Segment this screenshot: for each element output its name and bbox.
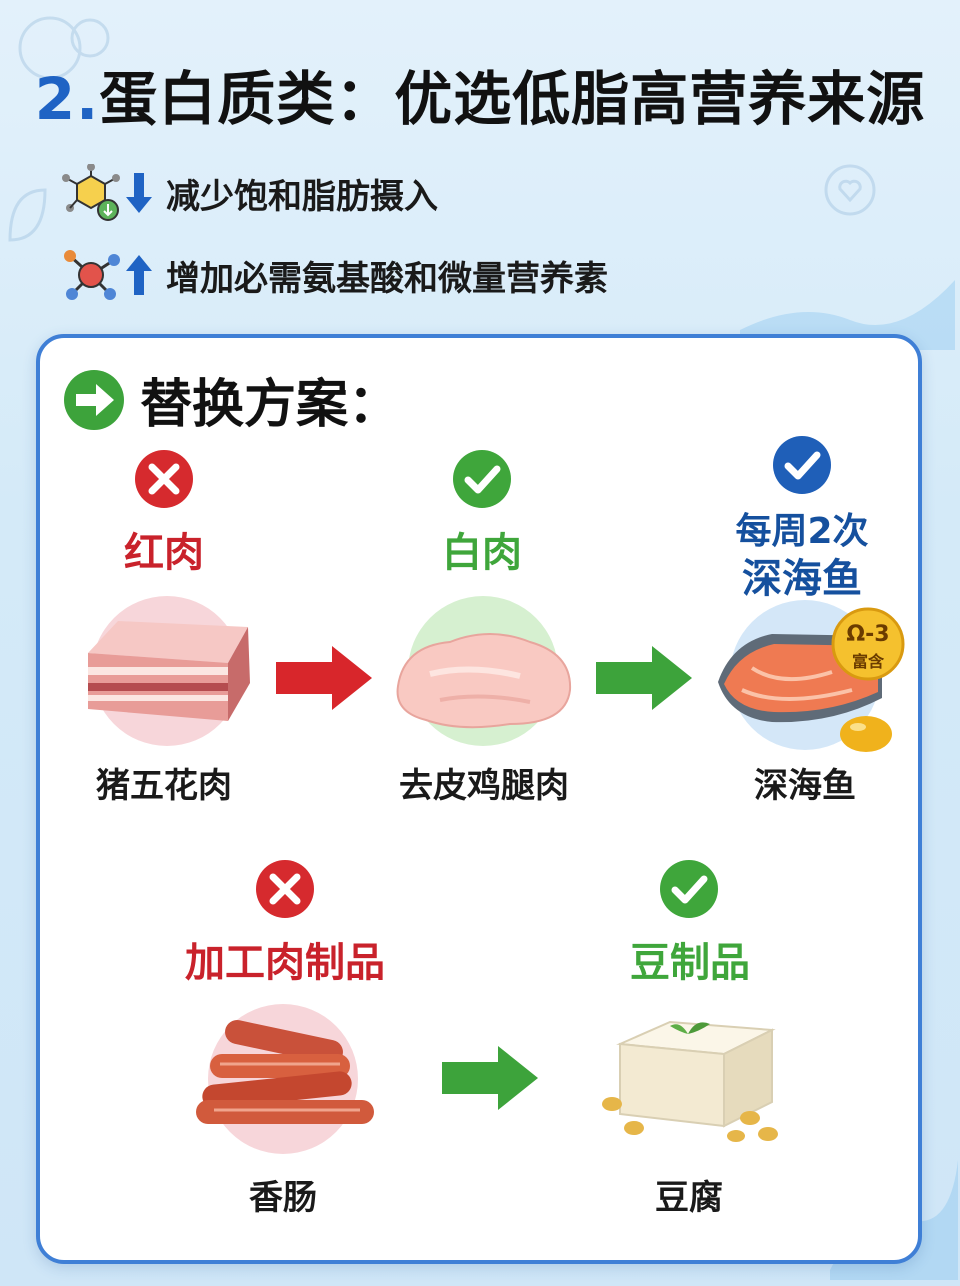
food-sausage: 香肠 <box>249 1178 317 1218</box>
food-skinless-chicken: 去皮鸡腿肉 <box>399 766 569 806</box>
category-red-meat: 红肉 <box>124 530 204 576</box>
bullet-text: 减少饱和脂肪摄入 <box>166 176 438 217</box>
omega3-label: Ω-3 <box>846 622 890 647</box>
bullet-text: 增加必需氨基酸和微量营养素 <box>166 258 608 299</box>
arrow-up-icon <box>126 255 152 295</box>
check-icon <box>773 436 831 494</box>
food-tofu: 豆腐 <box>655 1178 723 1218</box>
molecule-up-icon <box>64 250 120 300</box>
leaf-doodle-icon <box>8 188 47 242</box>
replacement-plan-card: 替换方案： 红肉 猪五花肉 白肉 去皮鸡腿肉 每周2次 深 <box>36 334 922 1264</box>
benefit-increase-nutrients: 增加必需氨基酸和微量营养素 <box>60 246 608 304</box>
check-icon <box>660 860 718 918</box>
cross-icon <box>256 860 314 918</box>
arrow-down-icon <box>126 173 152 213</box>
heart-bubble-icon <box>824 164 876 216</box>
tofu-icon <box>602 1020 778 1142</box>
category-deep-sea-fish: 深海鱼 <box>742 556 862 602</box>
food-pork-belly: 猪五花肉 <box>96 766 232 806</box>
page-title: 2.蛋白质类：优选低脂高营养来源 <box>0 52 960 136</box>
water-splash-icon <box>740 280 955 350</box>
title-number: 2. <box>34 65 100 133</box>
background-doodle-icon <box>18 16 110 80</box>
molecule-down-icon <box>62 164 120 221</box>
section-title: 替换方案： <box>140 375 401 435</box>
card-header: 替换方案： <box>62 362 400 437</box>
omega3-badge <box>831 607 905 681</box>
sausage-icon <box>196 1020 374 1124</box>
check-icon <box>453 450 511 508</box>
omega3-rich-label: 富含 <box>851 652 884 671</box>
benefit-reduce-fat: 减少饱和脂肪摄入 <box>60 164 438 222</box>
fish-oil-capsule-icon <box>840 716 892 752</box>
arrow-right-green-icon <box>442 1046 538 1110</box>
category-fish-frequency: 每周2次 <box>735 511 869 552</box>
category-white-meat: 白肉 <box>442 530 522 576</box>
cross-icon <box>135 450 193 508</box>
arrow-right-green-icon <box>596 646 692 710</box>
chicken-thigh-icon <box>396 633 572 729</box>
food-deep-sea-fish: 深海鱼 <box>754 766 856 806</box>
arrow-right-circle-icon <box>64 369 124 430</box>
pork-belly-icon <box>88 621 250 721</box>
arrow-right-red-icon <box>276 646 372 710</box>
category-processed-meat: 加工肉制品 <box>185 940 385 986</box>
category-soy-products: 豆制品 <box>630 940 750 986</box>
title-text: 蛋白质类：优选低脂高营养来源 <box>99 65 926 133</box>
